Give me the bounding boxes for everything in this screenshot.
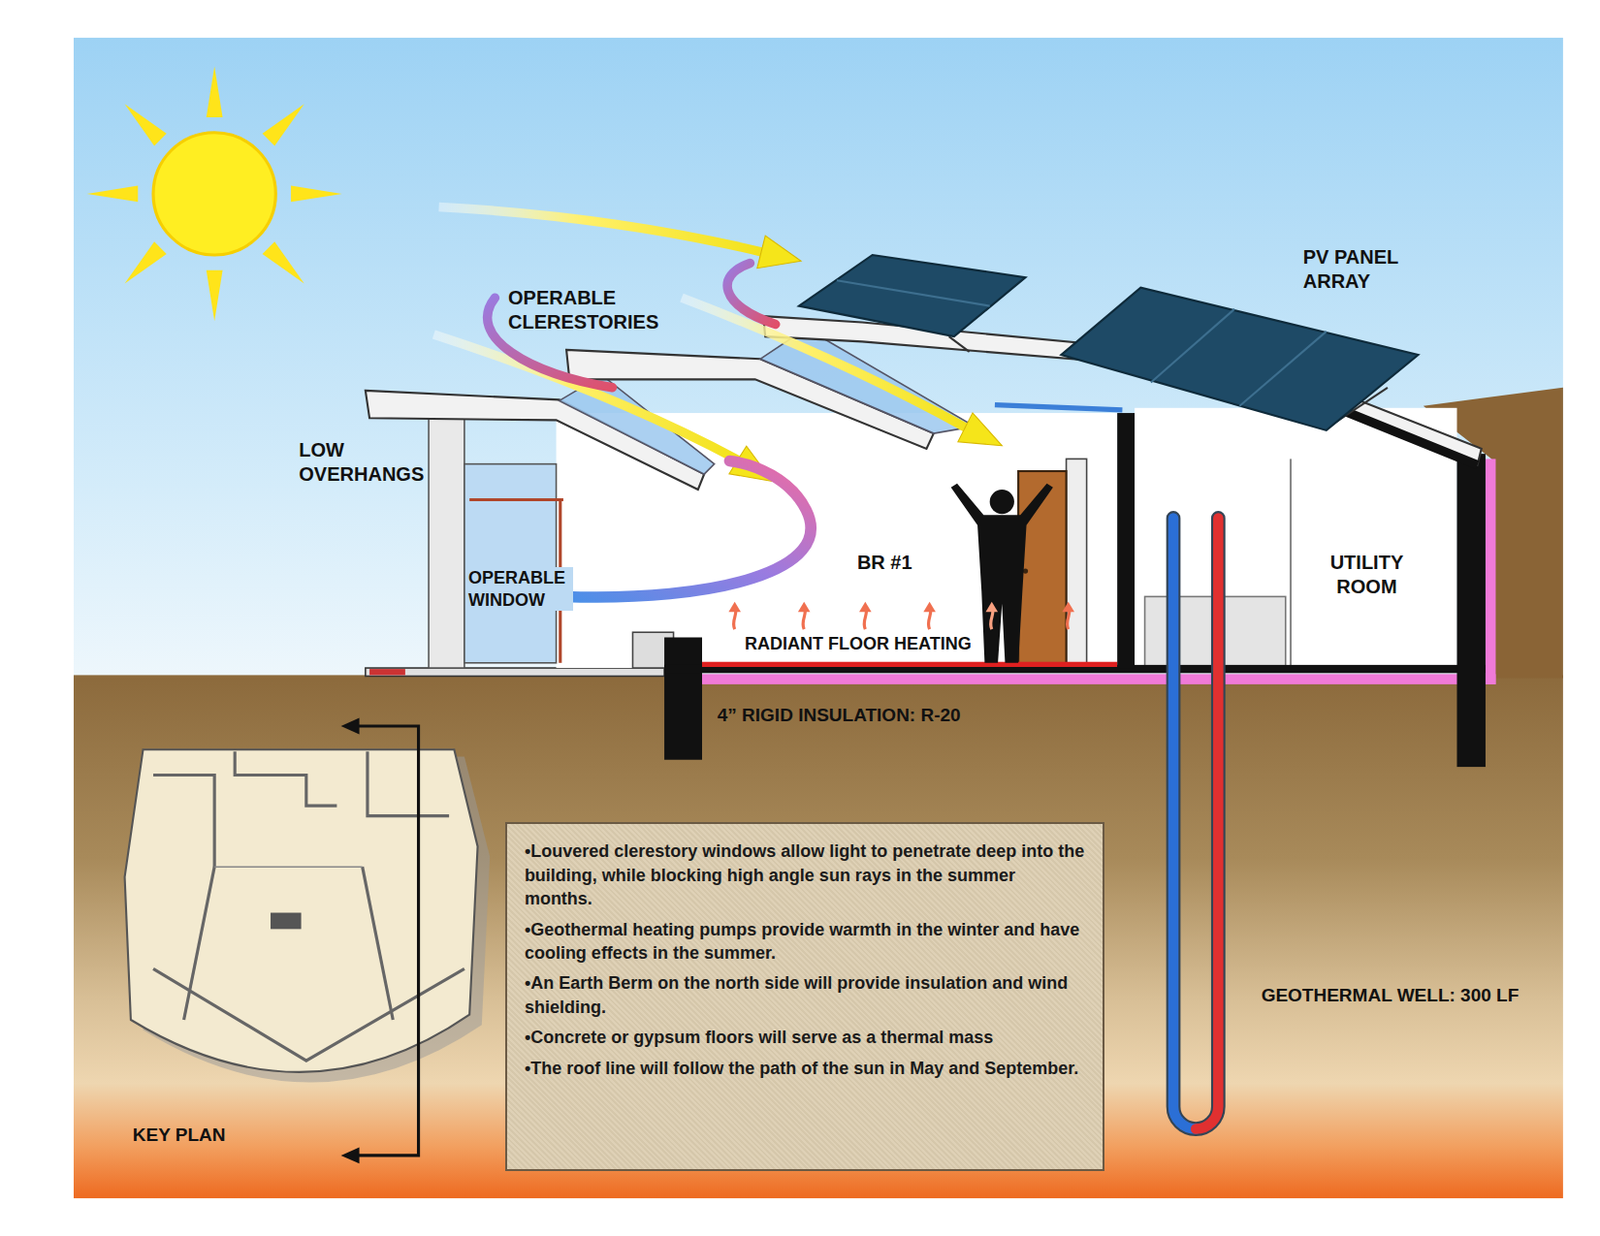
callout-label: LOW OVERHANGS [298, 438, 433, 487]
heat-arrow [985, 602, 998, 613]
note-text: •Louvered clerestory windows allow light… [524, 839, 1086, 911]
callout-label: BR #1 [857, 550, 913, 576]
pv-panel [1060, 288, 1418, 431]
sun-ray [206, 270, 224, 322]
callout-label: 4” RIGID INSULATION: R-20 [717, 704, 961, 728]
plan-wall [184, 866, 216, 1021]
footing [664, 637, 703, 760]
sun [153, 132, 276, 256]
sun-ray [262, 103, 305, 146]
pv-panel [799, 255, 1026, 337]
plan-wall [153, 775, 215, 868]
front-wall [428, 413, 465, 669]
heat-arrow [798, 602, 811, 613]
heat-arrow [923, 602, 936, 613]
heat-arrow [859, 602, 872, 613]
sun-ray [125, 241, 167, 284]
callout-label: OPERABLE CLERESTORIES [508, 286, 675, 335]
pv-panel-seam [1239, 331, 1326, 407]
note-box: •Louvered clerestory windows allow light… [505, 822, 1105, 1172]
warm-pipe [1195, 517, 1218, 1129]
callout-label: OPERABLE WINDOW [466, 567, 574, 611]
callout-label: GEOTHERMAL WELL: 300 LF [1261, 984, 1520, 1008]
arrowhead [757, 235, 801, 269]
person-head [990, 489, 1015, 514]
sun-ray-arrow [681, 297, 965, 428]
interior-wall [1117, 413, 1135, 669]
callout-label: PV PANEL ARRAY [1303, 245, 1420, 294]
arrowhead [341, 1147, 360, 1164]
callout-label: RADIANT FLOOR HEATING [742, 633, 974, 656]
clerestory-strip [994, 405, 1122, 411]
sun-ray [125, 103, 167, 146]
callout-label: UTILITY ROOM [1315, 550, 1417, 600]
arrowhead [341, 718, 360, 736]
utility-interior [1134, 408, 1457, 669]
sun-ray [290, 185, 343, 202]
key-plan [125, 749, 479, 1073]
airflow-arrow [564, 460, 811, 597]
note-text: •An Earth Berm on the north side will pr… [524, 971, 1086, 1020]
rear-wall [1456, 453, 1485, 768]
panel-strut [949, 336, 970, 352]
door-frame [1066, 458, 1088, 666]
note-text: •Geothermal heating pumps provide warmth… [524, 918, 1086, 966]
callout-label: KEY PLAN [132, 1123, 226, 1148]
note-text: •Concrete or gypsum floors will serve as… [524, 1025, 1086, 1050]
pv-panel-seam [1151, 309, 1235, 384]
partition [1289, 458, 1292, 669]
rigid-insulation [702, 673, 1496, 685]
radiant-floor [702, 662, 1118, 668]
airflow-swoosh [727, 262, 776, 324]
section-cut-line [347, 726, 419, 1156]
pv-panel-seam [836, 280, 991, 306]
plan-wall [362, 866, 394, 1021]
sun-ray-arrow [433, 334, 737, 460]
heat-arrow [1061, 602, 1075, 613]
cold-pipe [1173, 517, 1196, 1129]
plan-wall [214, 865, 363, 868]
sky [73, 37, 1564, 681]
porch-slab [365, 668, 665, 676]
sun-ray-arrow [439, 207, 762, 253]
window-frame [469, 498, 564, 502]
porch-edge [369, 669, 406, 675]
window-glass [464, 464, 557, 664]
ground [73, 674, 1564, 1199]
pipe-outline [1173, 517, 1218, 1129]
note-text: •The roof line will follow the path of t… [524, 1056, 1086, 1081]
wall-insulation [1485, 458, 1497, 684]
plan-wall [367, 751, 449, 816]
arrowhead [958, 413, 1002, 447]
sun-ray [206, 65, 224, 118]
plan-wall [234, 751, 337, 806]
heat-arrow [728, 602, 741, 613]
sun-ray [87, 185, 139, 202]
plan-fixture [270, 913, 302, 930]
sun-ray [262, 241, 305, 284]
